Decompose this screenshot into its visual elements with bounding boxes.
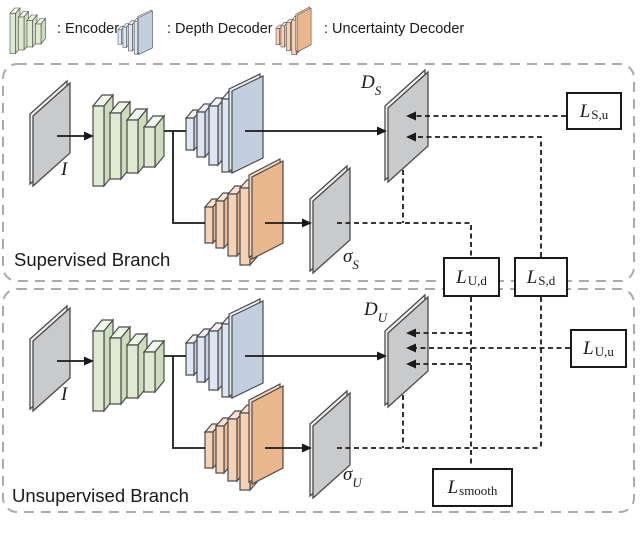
input-label-supervised: I <box>61 159 68 180</box>
uncertainty-decoder-stack-icon <box>275 6 312 55</box>
unsupervised-branch-modules <box>29 294 429 499</box>
depth-map-label-supervised: DS <box>361 72 382 98</box>
depth-decoder-stack-unsupervised <box>185 298 264 399</box>
depth-decoder-stack-supervised <box>185 73 264 174</box>
depth-map-plane-supervised <box>384 69 429 183</box>
legend-depth-decoder-label: : Depth Decoder <box>167 21 273 37</box>
unsupervised-branch-outline <box>2 288 635 513</box>
uncertainty-decoder-stack-supervised <box>204 158 284 266</box>
depth-map-plane-unsupervised <box>384 294 429 408</box>
supervised-branch-title: Supervised Branch <box>14 249 171 270</box>
loss-wires-unsupervised <box>337 297 570 467</box>
uncertainty-decoder-stack-unsupervised <box>204 383 284 491</box>
uncertainty-map-label-unsupervised: σU <box>343 464 362 490</box>
encoder-stack-unsupervised <box>92 319 165 412</box>
depth-map-label-unsupervised: DU <box>364 299 388 325</box>
legend-encoder-label: : Encoder <box>57 21 120 37</box>
encoder-stack-supervised <box>92 94 165 187</box>
encoder-stack-icon <box>9 7 46 54</box>
loss-wires-supervised <box>337 111 566 257</box>
depth-decoder-stack-icon <box>117 9 153 55</box>
input-label-unsupervised: I <box>61 384 68 405</box>
supervised-branch-outline <box>2 63 635 282</box>
unsupervised-branch-title: Unsupervised Branch <box>12 485 189 506</box>
supervised-branch-modules <box>29 69 429 274</box>
uncertainty-map-label-supervised: σS <box>343 246 359 272</box>
legend-uncertainty-decoder-label: : Uncertainty Decoder <box>324 21 465 37</box>
